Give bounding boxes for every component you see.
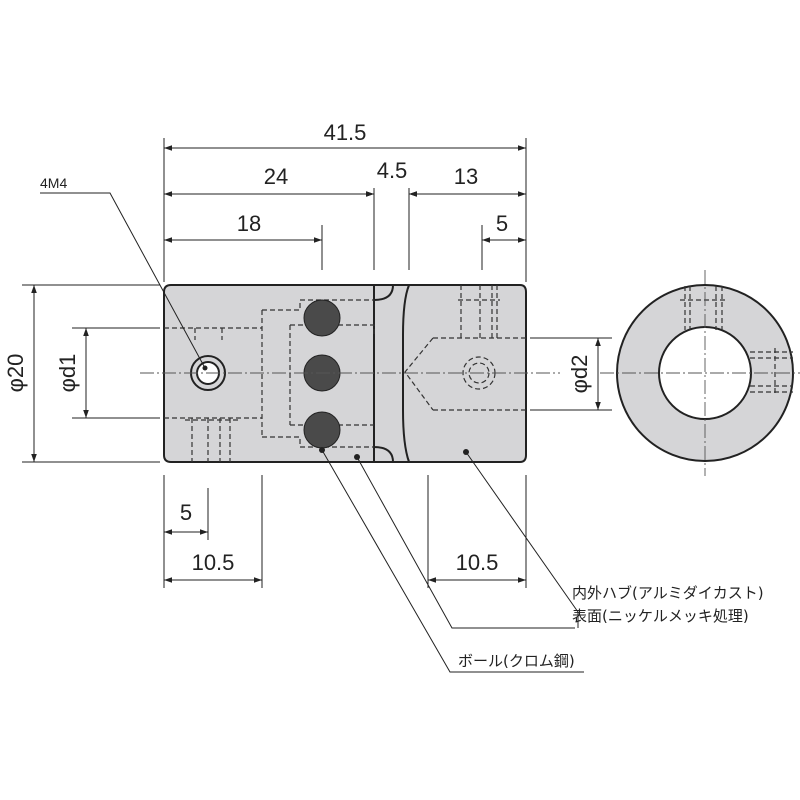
leader-dot-surface	[354, 454, 360, 460]
hub2-bore-hidden	[404, 337, 526, 411]
dim-bore-d2: φd2	[567, 355, 592, 394]
leader-4m4	[40, 192, 206, 369]
leader-dot-setscrew	[202, 365, 208, 371]
hub2-setscrew-hidden	[458, 285, 500, 338]
hub1-bore-hidden	[164, 327, 262, 419]
dim-hub2-screw-offset: 5	[496, 211, 508, 236]
leader-dot-hub	[463, 449, 469, 455]
hub1-setscrew-hidden-top	[194, 328, 223, 340]
label-surface-treatment: 表面(ニッケルメッキ処理)	[572, 607, 749, 625]
dim-overall-length: 41.5	[324, 120, 367, 145]
label-ball-material: ボール(クロム鋼)	[458, 652, 575, 670]
inner-hub-hidden-outline	[261, 299, 374, 448]
leader-dot-ball	[319, 447, 325, 453]
leader-surface	[356, 456, 575, 629]
leader-ball	[321, 449, 584, 673]
dim-ball-position: 18	[237, 211, 261, 236]
label-hub-material: 内外ハブ(アルミダイカスト)	[572, 584, 764, 602]
inner-hub-body	[373, 284, 527, 463]
dim-outer-diameter: φ20	[3, 354, 28, 393]
dim-gap: 4.5	[377, 158, 408, 183]
hub-neck	[373, 284, 411, 463]
dim-hub1-screw-offset: 5	[180, 500, 192, 525]
dim-hub1-length: 24	[264, 164, 288, 189]
dim-bore-d1: φd1	[55, 354, 80, 393]
dim-hub1-screw-spacing: 10.5	[192, 550, 235, 575]
leader-hub-material	[465, 451, 579, 628]
dim-hub2-length: 13	[454, 164, 478, 189]
ball-top	[303, 299, 341, 337]
label-screw: 4M4	[40, 175, 67, 191]
ball-bottom	[303, 411, 341, 449]
dim-hub2-screw-spacing: 10.5	[456, 550, 499, 575]
